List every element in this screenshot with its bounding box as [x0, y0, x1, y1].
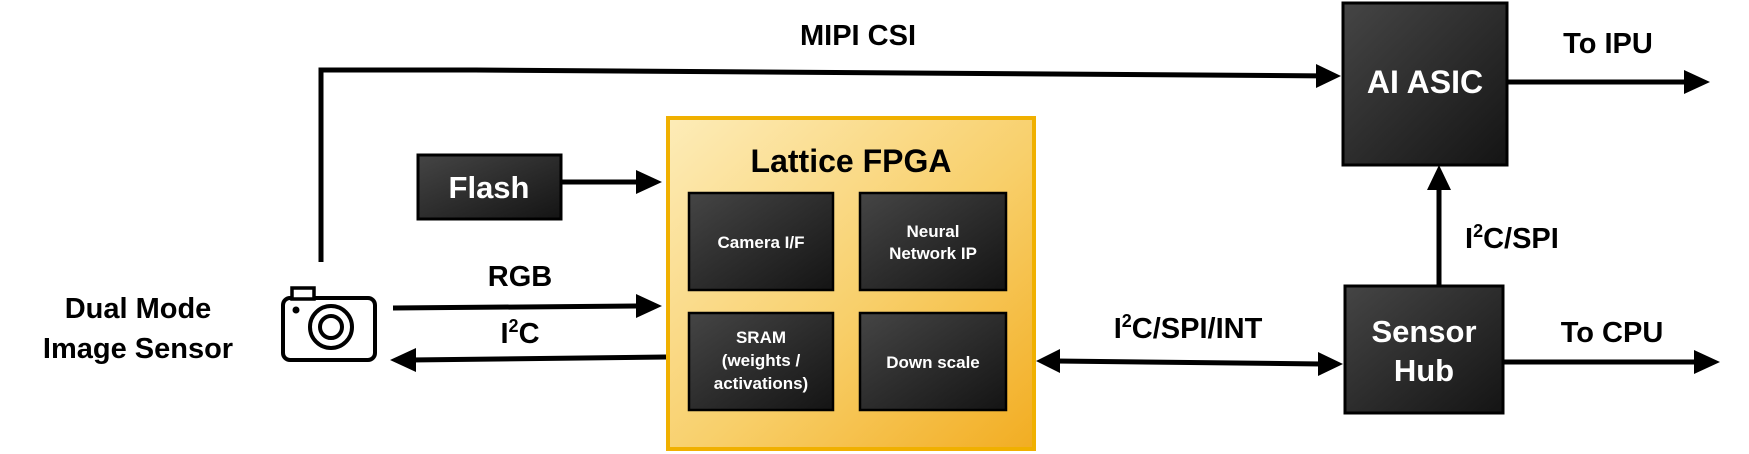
i2c-arrow [409, 354, 667, 363]
mipi-csi-line [318, 67, 1336, 262]
sensor-label-line1: Dual Mode [65, 293, 212, 325]
sensor-label-line2: Image Sensor [43, 333, 233, 365]
camera-icon [281, 286, 377, 362]
hub-asic-link-label: I2C/SPI [1465, 221, 1559, 255]
fpga-hub-link-label: I2C/SPI/INT [1114, 311, 1263, 345]
lattice-fpga-block: Lattice FPGA Camera I/F Neural Network I… [666, 116, 1036, 451]
svg-text:(weights /: (weights / [722, 351, 801, 370]
svg-text:Down scale: Down scale [886, 353, 980, 372]
camera-if-block: Camera I/F [687, 191, 835, 292]
svg-text:Network IP: Network IP [889, 244, 977, 263]
fpga-hub-link [1055, 358, 1323, 367]
ai-asic-block: AI ASIC [1341, 1, 1509, 167]
flash-label: Flash [449, 170, 530, 205]
svg-text:Hub: Hub [1394, 353, 1454, 388]
mipi-csi-label: MIPI CSI [800, 20, 916, 52]
svg-text:Neural: Neural [907, 222, 960, 241]
ai-asic-label: AI ASIC [1367, 64, 1483, 100]
fpga-title: Lattice FPGA [751, 143, 952, 179]
flash-block: Flash [416, 153, 563, 221]
to-ipu-label: To IPU [1563, 28, 1653, 60]
neural-network-ip-block: Neural Network IP [858, 191, 1008, 292]
rgb-label: RGB [488, 261, 552, 293]
svg-text:Camera I/F: Camera I/F [718, 233, 805, 252]
to-cpu-label: To CPU [1561, 317, 1664, 349]
sensor-hub-block: Sensor Hub [1343, 284, 1505, 415]
sram-block: SRAM (weights / activations) [687, 311, 835, 412]
svg-text:Sensor: Sensor [1371, 314, 1476, 349]
svg-text:SRAM: SRAM [736, 328, 786, 347]
rgb-arrow [392, 303, 641, 311]
down-scale-block: Down scale [858, 311, 1008, 412]
i2c-label: I2C [500, 316, 539, 350]
svg-text:activations): activations) [714, 374, 808, 393]
